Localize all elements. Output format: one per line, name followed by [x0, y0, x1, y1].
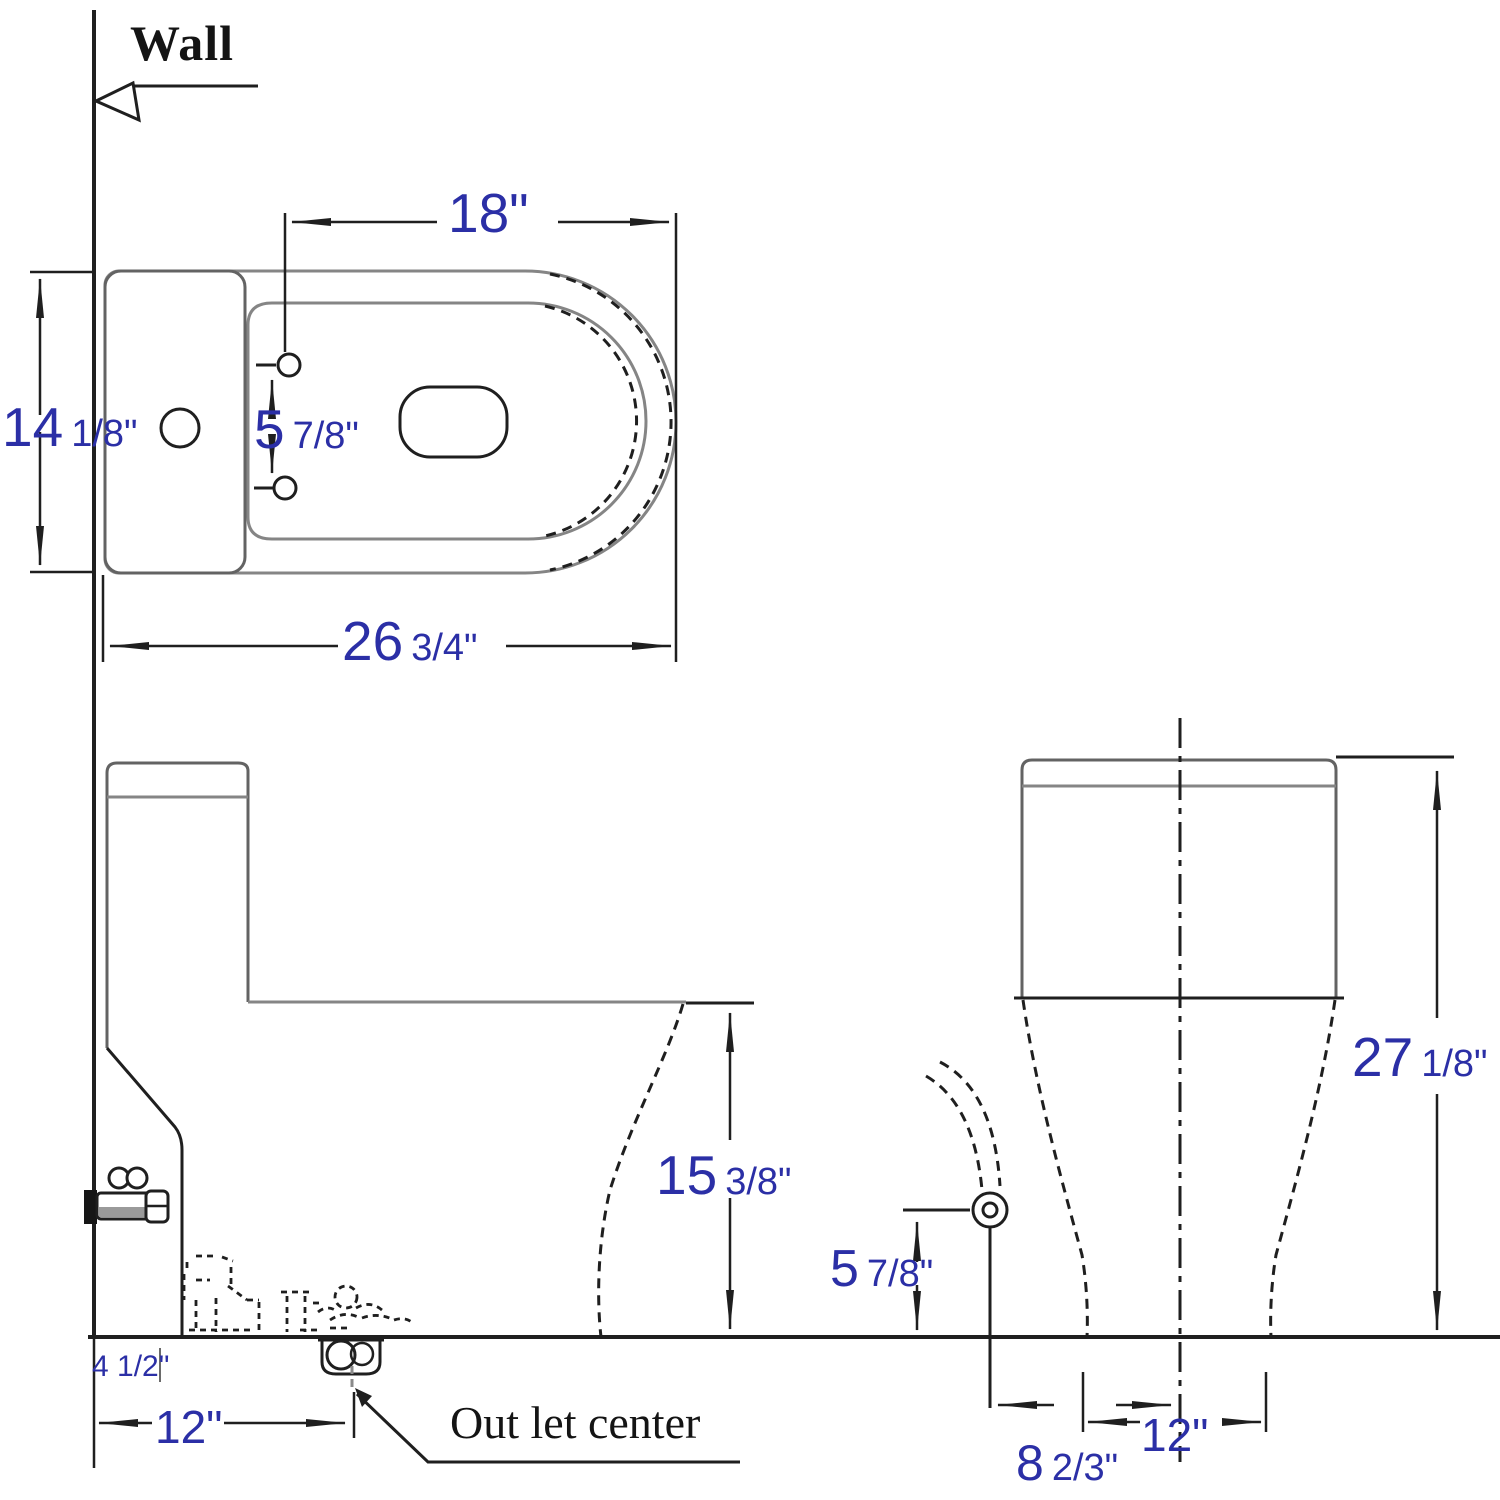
- seat-dashed-arc: [544, 304, 639, 538]
- dim-label-supply-offset: 8 2/3": [1016, 1435, 1119, 1491]
- dim-label-seat-height: 15 3/8": [656, 1144, 792, 1206]
- tank-top-outline: [103, 269, 247, 575]
- side-view: [84, 761, 754, 1464]
- dimension-tank-width: [30, 270, 94, 574]
- bolt-hole-bottom: [272, 475, 298, 501]
- seat-outline: [246, 301, 648, 541]
- bolt-hole-top: [276, 352, 302, 378]
- flush-button: [159, 407, 201, 449]
- outlet-leader: [355, 1388, 740, 1464]
- top-view: [30, 213, 678, 662]
- water-spot-outline: [398, 385, 509, 459]
- outlet-center-label: Out let center: [450, 1397, 701, 1448]
- supply-inlet-center: [981, 1201, 999, 1219]
- dimension-overall-height: [1336, 755, 1454, 1331]
- bowl-right-profile: [1269, 999, 1337, 1338]
- valve-handle: [125, 1166, 149, 1190]
- wall-and-floor: [88, 10, 1500, 1468]
- wall-leader-arrow-icon: [92, 80, 141, 123]
- base-rear-profile: [105, 1047, 184, 1337]
- dimension-seat-height: [686, 1001, 754, 1330]
- front-view: [903, 718, 1454, 1462]
- dimension-overall-depth: [101, 575, 672, 662]
- dim-label-overall-height: 27 1/8": [1352, 1026, 1488, 1088]
- bowl-front-profile: [597, 1003, 685, 1338]
- dim-label-supply-height: 5 7/8": [830, 1240, 934, 1298]
- dim-label-trap-offset: 4 1/2": [92, 1350, 170, 1383]
- valve-shading: [99, 1207, 159, 1217]
- wall-label: Wall: [130, 15, 235, 71]
- supply-connection: [903, 1060, 1009, 1408]
- dimension-seat-width: [283, 213, 678, 662]
- tank-side-outline: [105, 761, 250, 1048]
- dim-label-base-width: 12": [1141, 1409, 1209, 1461]
- dim-label-tank-width: 14 1/8": [2, 396, 138, 458]
- trapway-hidden-lines: [182, 1254, 415, 1332]
- valve-wall-block: [84, 1190, 97, 1224]
- dimension-base-width: [1081, 1372, 1268, 1432]
- supply-hose-dashed: [939, 1060, 1002, 1187]
- bowl-rim-dashed-arc: [549, 272, 673, 572]
- bowl-left-profile: [1021, 999, 1089, 1338]
- dim-label-bolt-spacing: 5 7/8": [254, 398, 359, 460]
- shutoff-valve: [84, 1166, 170, 1224]
- supply-hose-dashed: [925, 1074, 984, 1191]
- dim-label-overall-depth: 26 3/4": [342, 610, 478, 672]
- dim-label-rough-in: 12": [155, 1401, 223, 1453]
- dim-label-seat-width: 18": [448, 182, 529, 244]
- supply-inlet: [971, 1191, 1009, 1229]
